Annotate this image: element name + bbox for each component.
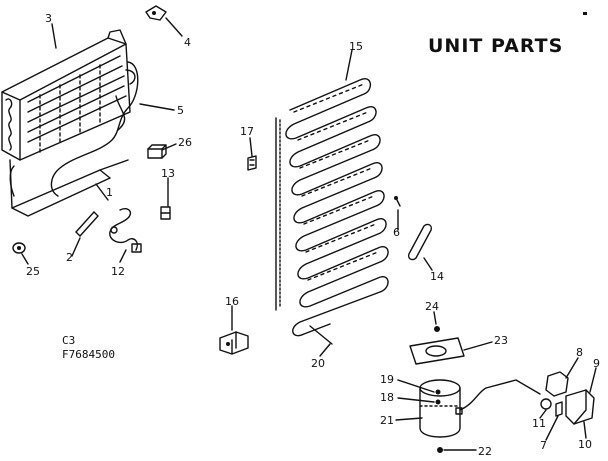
- callout-20: 20: [311, 357, 325, 370]
- harness-part-12: [109, 208, 142, 253]
- compressor-part-21: [419, 379, 541, 438]
- callout-15: 15: [349, 40, 363, 53]
- bracket-part-4: [145, 5, 167, 21]
- relay-part-9: [565, 389, 595, 425]
- callout-5: 5: [177, 104, 184, 117]
- callout-16: 16: [225, 295, 239, 308]
- callout-8: 8: [576, 346, 583, 359]
- plug-part-13: [160, 206, 171, 220]
- callout-12: 12: [111, 265, 125, 278]
- bracket-part-16: [219, 331, 249, 355]
- relay-part-8: [545, 371, 569, 397]
- drier-part-2: [75, 211, 99, 237]
- callout-11: 11: [532, 417, 546, 430]
- callout-21: 21: [380, 414, 394, 427]
- condenser-part-3: [1, 29, 136, 161]
- model-code-line1: C3: [62, 334, 75, 347]
- callout-1: 1: [106, 186, 113, 199]
- callout-19: 19: [380, 373, 394, 386]
- callout-9: 9: [593, 357, 600, 370]
- callout-4: 4: [184, 36, 191, 49]
- callout-22: 22: [478, 445, 492, 458]
- callout-18: 18: [380, 391, 394, 404]
- corner-mark: [583, 12, 587, 15]
- callout-13: 13: [161, 167, 175, 180]
- diagram-title: UNIT PARTS: [428, 35, 563, 57]
- model-code-line2: F7684500: [62, 348, 115, 361]
- grommet-part-22: [437, 447, 443, 453]
- callout-17: 17: [240, 125, 254, 138]
- callout-14: 14: [430, 270, 444, 283]
- clip-part-7: [555, 401, 563, 417]
- callout-26: 26: [178, 136, 192, 149]
- nut-part-24: [434, 326, 440, 332]
- callout-3: 3: [45, 12, 52, 25]
- callout-6: 6: [393, 226, 400, 239]
- overload-part-11: [540, 398, 552, 410]
- tubing-part-5: [9, 61, 139, 197]
- callout-23: 23: [494, 334, 508, 347]
- evaporator-coil-part-15: [275, 78, 389, 345]
- tube-part-14: [407, 223, 433, 261]
- leader-lines: [21, 17, 597, 451]
- callout-labels: 3 4 5 26 1 13 2 12 25 15 17 6 14 16 20 2…: [26, 12, 600, 458]
- clip-part-17: [247, 155, 257, 171]
- callout-25: 25: [26, 265, 40, 278]
- screw-part-6: [394, 196, 401, 207]
- block-part-26: [147, 144, 167, 159]
- callout-2: 2: [66, 251, 73, 264]
- base-pan-part-23: [409, 337, 465, 365]
- callout-10: 10: [578, 438, 592, 451]
- callout-7: 7: [540, 439, 547, 452]
- callout-24: 24: [425, 300, 439, 313]
- grommet-part-25: [12, 242, 26, 254]
